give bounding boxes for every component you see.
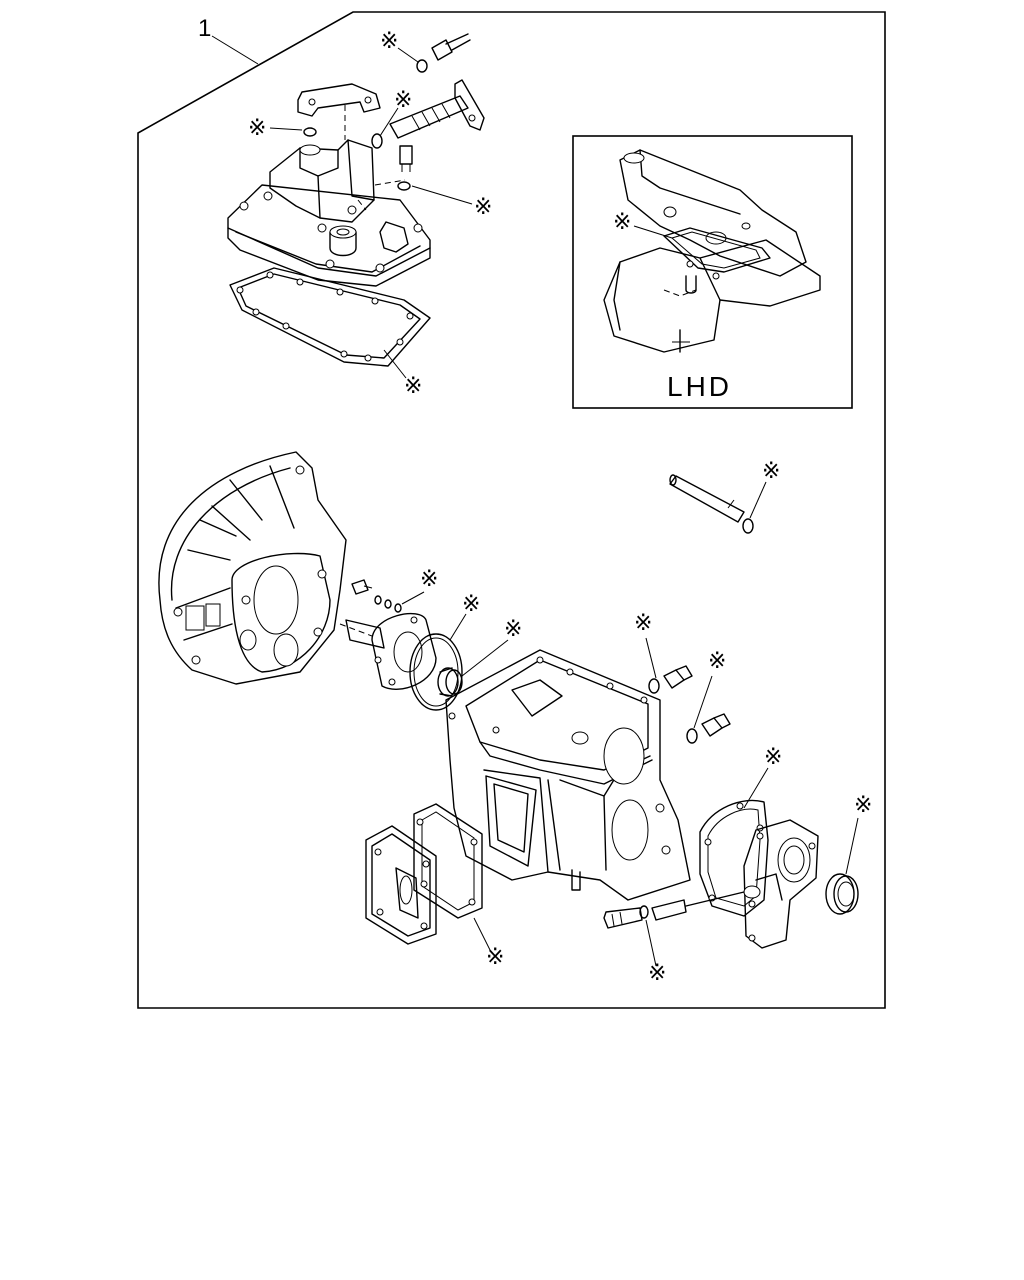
kit-marker: ※ (462, 592, 480, 617)
kit-marker-leader (633, 225, 673, 239)
retainer-bolt-stack (351, 579, 402, 613)
pto-cover-gasket (413, 803, 483, 919)
lhd-inset (572, 135, 853, 409)
kit-markers-top: ※ ※ ※ ※ (248, 29, 492, 220)
rear-extension-housing (743, 819, 819, 949)
cover-gasket (229, 267, 431, 367)
kit-marker-leader (743, 767, 769, 809)
kit-marker: ※ (634, 611, 652, 636)
kit-marker-leader (645, 919, 657, 967)
washer-switch (397, 181, 411, 191)
kit-marker: ※ (486, 945, 504, 970)
kit-marker-leader (401, 591, 425, 605)
kit-marker-leader (845, 817, 859, 875)
fill-plug (648, 665, 693, 694)
shift-shaft (389, 79, 485, 139)
shift-tower-cover-assembly (227, 105, 431, 287)
kit-marker-leader (449, 613, 467, 641)
item-number-leader (211, 35, 259, 65)
kit-marker-leader (749, 481, 767, 519)
kit-marker: ※ (504, 617, 522, 642)
washer-top-1 (416, 59, 428, 73)
cable-fitting (431, 33, 471, 61)
rear-oil-seal (825, 873, 859, 915)
shift-cable-bracket (297, 83, 381, 117)
kit-marker-leader (473, 917, 491, 951)
neutral-switch (399, 145, 413, 172)
kit-marker: ※ (764, 745, 782, 770)
pin-oring (742, 518, 754, 534)
kit-marker: ※ (648, 961, 666, 986)
front-oil-seal (437, 667, 463, 697)
kit-marker-leader (461, 639, 509, 677)
kit-marker: ※ (708, 649, 726, 674)
oring-shaft (371, 133, 383, 149)
retainer-gasket (409, 633, 463, 711)
clutch-housing (158, 451, 347, 685)
kit-marker-leader (645, 637, 657, 679)
rear-housing-gasket (699, 799, 769, 917)
lhd-inset-frame (572, 135, 853, 409)
kit-marker: ※ (248, 116, 266, 141)
front-bearing-retainer (339, 612, 437, 690)
kit-marker: ※ (762, 459, 780, 484)
kit-marker: ※ (404, 374, 422, 399)
kit-marker-leader (383, 349, 407, 379)
pto-cover (365, 825, 437, 945)
kit-marker: ※ (394, 88, 412, 113)
drain-plug (686, 713, 731, 744)
kit-marker: ※ (613, 210, 631, 235)
kit-marker: ※ (474, 195, 492, 220)
kit-marker: ※ (420, 567, 438, 592)
speedometer-sleeve (603, 891, 745, 929)
kit-marker: ※ (380, 29, 398, 54)
lhd-label: LHD (667, 371, 732, 402)
transmission-case (445, 649, 691, 901)
kit-marker-leader (693, 675, 713, 729)
item-number-label: 1 (198, 15, 211, 42)
kit-boundary-frame (137, 11, 886, 1009)
kit-marker: ※ (854, 793, 872, 818)
dowel-pin (669, 474, 745, 523)
washer-bracket-bolt (303, 127, 317, 137)
